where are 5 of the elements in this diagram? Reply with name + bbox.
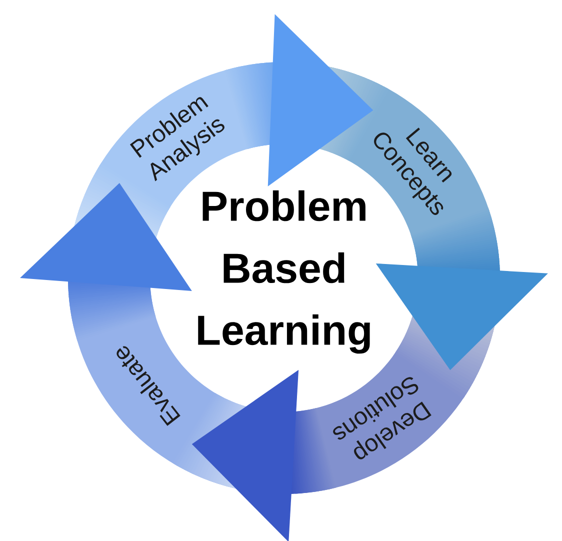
arrowhead: [192, 370, 299, 541]
arrowhead: [20, 183, 192, 291]
arrowhead: [376, 263, 548, 370]
title: Problem Based Learning: [198, 190, 370, 354]
arrowhead: [268, 14, 374, 186]
